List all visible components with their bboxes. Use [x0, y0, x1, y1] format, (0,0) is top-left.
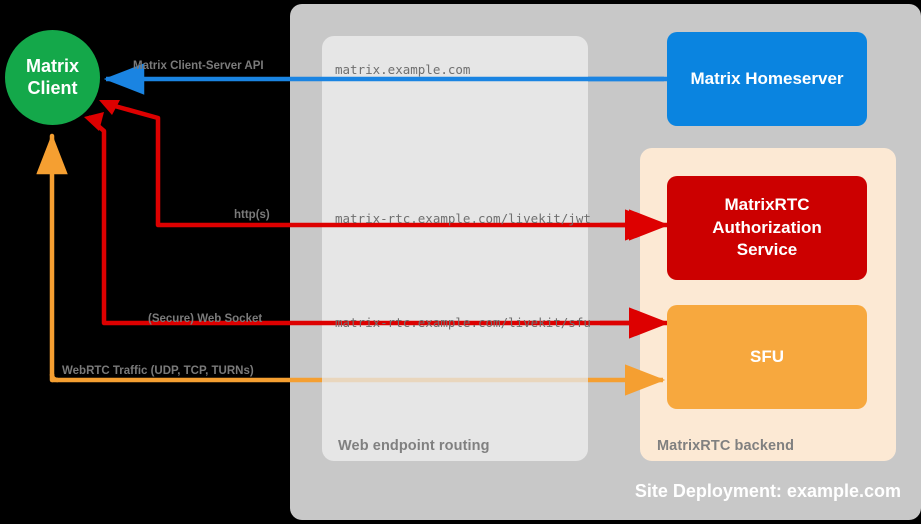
node-sfu-label: SFU [750, 347, 784, 366]
panel-caption-web-endpoint-routing: Web endpoint routing [338, 438, 490, 454]
endpoint-url-matrix: matrix.example.com [335, 62, 471, 77]
flow-label-livekit-jwt: http(s) [234, 209, 270, 221]
web-endpoint-routing-panel [322, 36, 588, 461]
flow-label-webrtc-media: WebRTC Traffic (UDP, TCP, TURNs) [62, 365, 254, 377]
node-matrix-client[interactable]: Matrix Client [5, 30, 100, 125]
endpoint-url-livekit-sfu: matrix-rtc.example.com/livekit/sfu [335, 315, 591, 330]
flow-arrowhead-livekit-jwt [99, 100, 120, 115]
node-matrix-client-line1: Matrix [25, 56, 79, 77]
node-auth-line3: Service [736, 240, 798, 260]
node-matrix-homeserver-label: Matrix Homeserver [690, 69, 844, 88]
flow-label-client-server-api: Matrix Client-Server API [133, 60, 264, 72]
node-matrix-homeserver[interactable]: Matrix Homeserver [667, 32, 867, 126]
node-sfu[interactable]: SFU [667, 305, 867, 409]
node-matrixrtc-authorization-service[interactable]: MatrixRTC Authorization Service [667, 176, 867, 280]
panel-caption-matrixrtc-backend: MatrixRTC backend [657, 438, 795, 454]
endpoint-url-livekit-jwt: matrix-rtc.example.com/livekit/jwt [335, 211, 591, 226]
node-auth-line2: Authorization [712, 217, 822, 237]
node-auth-line1: MatrixRTC [724, 194, 810, 214]
node-matrix-client-line2: Client [27, 77, 78, 98]
flow-arrowhead-livekit-sfu [84, 112, 104, 131]
flow-label-livekit-sfu: (Secure) Web Socket [148, 313, 263, 325]
flow-line-webrtc-media-corner [49, 373, 59, 383]
site-deployment-caption: Site Deployment: example.com [634, 481, 901, 501]
